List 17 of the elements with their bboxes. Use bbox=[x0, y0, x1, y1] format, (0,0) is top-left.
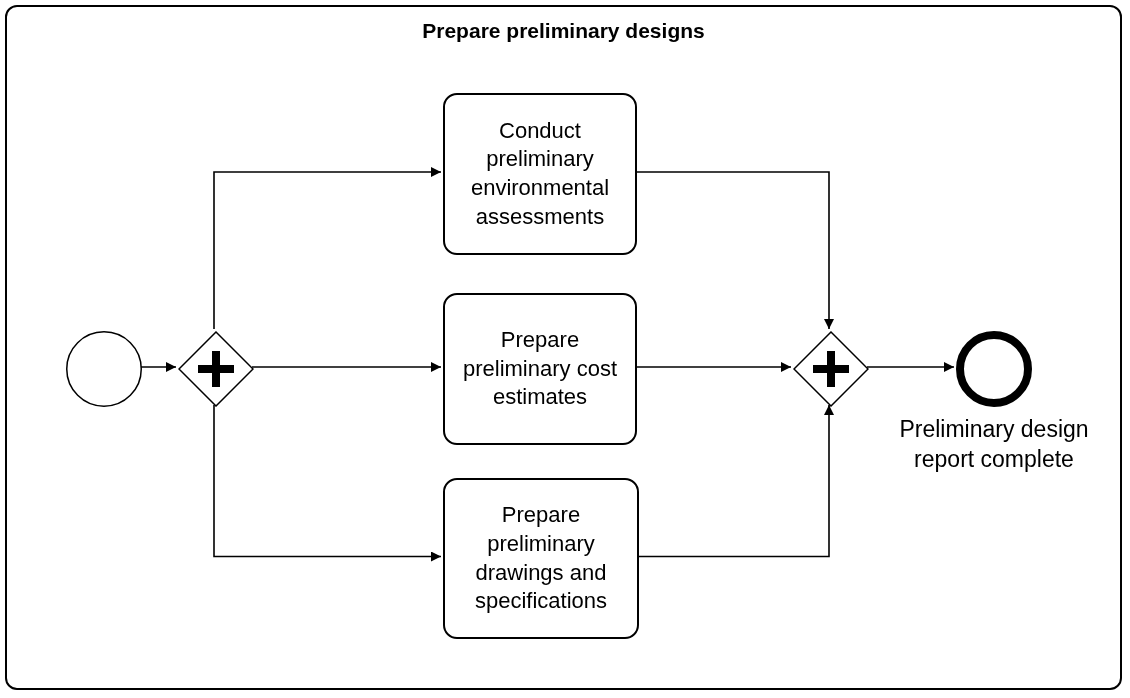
subprocess-container bbox=[5, 5, 1122, 690]
parallel-gateway-diamond bbox=[178, 331, 254, 407]
task-box bbox=[443, 293, 637, 445]
task-box bbox=[443, 93, 637, 255]
task-box bbox=[443, 478, 639, 639]
sequence-flow-arrow bbox=[213, 404, 442, 562]
subprocess-title: Prepare preliminary designs bbox=[421, 19, 706, 43]
start-event-circle bbox=[66, 331, 142, 407]
sequence-flow-arrow bbox=[213, 167, 442, 330]
end-event-circle bbox=[956, 331, 1032, 407]
sequence-flow-arrow bbox=[251, 362, 442, 372]
task-label: Prepare preliminary drawings and specifications bbox=[473, 501, 609, 616]
task-label: Prepare preliminary cost estimates bbox=[461, 326, 618, 412]
parallel-gateway-diamond bbox=[793, 331, 869, 407]
event-label: Preliminary design report complete bbox=[898, 415, 1090, 474]
task-label: Conduct preliminary environmental assessments bbox=[469, 116, 611, 231]
sequence-flow-arrow bbox=[866, 362, 955, 372]
